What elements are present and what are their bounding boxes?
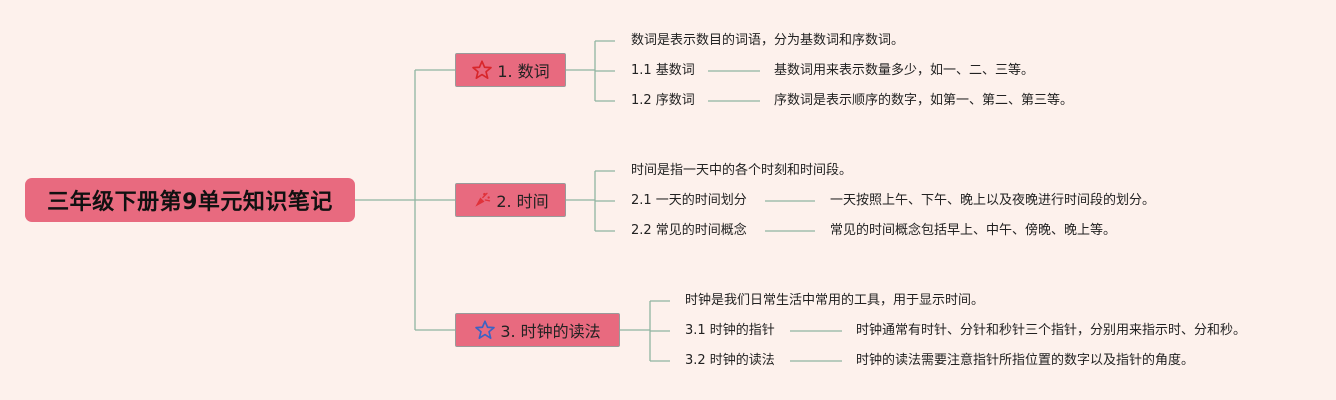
leaf-description: 基数词用来表示数量多少，如一、二、三等。 — [774, 63, 1035, 78]
leaf-label: 3.1 时钟的指针 — [685, 323, 775, 338]
branch-node-3[interactable]: 3. 时钟的读法 — [455, 313, 620, 347]
leaf-intro: 数词是表示数目的词语，分为基数词和序数词。 — [631, 33, 905, 48]
leaf-description: 序数词是表示顺序的数字，如第一、第二、第三等。 — [774, 93, 1074, 108]
leaf-label: 1.2 序数词 — [631, 93, 695, 108]
leaf-description: 一天按照上午、下午、晚上以及夜晚进行时间段的划分。 — [830, 193, 1156, 208]
branch-label: 3. 时钟的读法 — [500, 322, 601, 341]
star-outline-red-icon — [471, 59, 493, 81]
leaf-label: 2.1 一天的时间划分 — [631, 193, 747, 208]
root-node[interactable]: 三年级下册第9单元知识笔记 — [25, 178, 355, 222]
leaf-intro: 时间是指一天中的各个时刻和时间段。 — [631, 163, 853, 178]
branch-label: 2. 时间 — [496, 192, 549, 211]
branch-node-1[interactable]: 1. 数词 — [455, 53, 566, 87]
leaf-label: 1.1 基数词 — [631, 63, 695, 78]
root-title: 三年级下册第9单元知识笔记 — [47, 190, 333, 215]
star-outline-blue-icon — [474, 319, 496, 341]
leaf-label: 3.2 时钟的读法 — [685, 353, 775, 368]
branch-label: 1. 数词 — [497, 62, 550, 81]
leaf-description: 常见的时间概念包括早上、中午、傍晚、晚上等。 — [830, 223, 1117, 238]
leaf-label: 2.2 常见的时间概念 — [631, 223, 747, 238]
leaf-intro: 时钟是我们日常生活中常用的工具，用于显示时间。 — [685, 293, 985, 308]
leaf-description: 时钟的读法需要注意指针所指位置的数字以及指针的角度。 — [856, 353, 1195, 368]
branch-node-2[interactable]: 2. 时间 — [455, 183, 566, 217]
leaf-description: 时钟通常有时针、分针和秒针三个指针，分别用来指示时、分和秒。 — [856, 323, 1247, 338]
party-popper-icon — [472, 190, 492, 210]
